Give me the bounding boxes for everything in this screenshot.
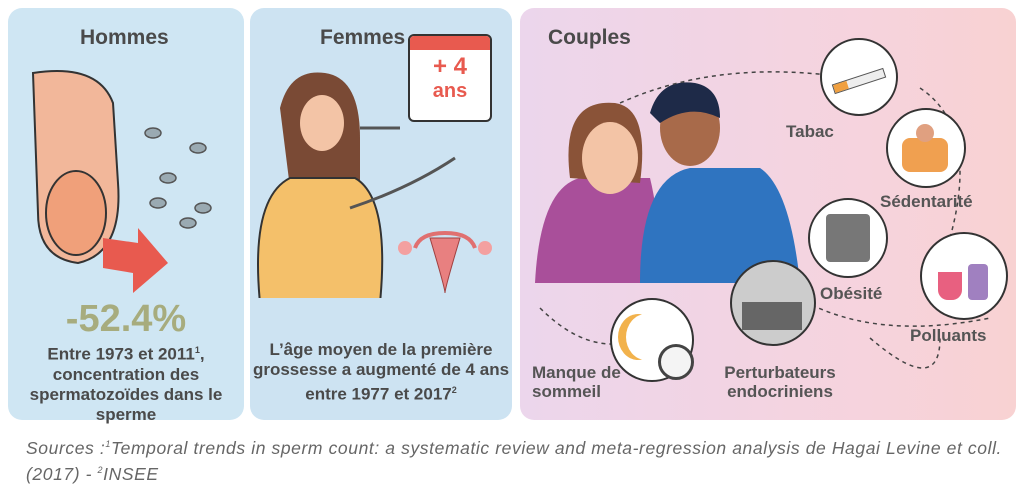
factor-label-tabac: Tabac — [786, 122, 834, 141]
hommes-panel: Hommes -52.4% Entre 1973 et 20111, conce… — [8, 8, 244, 424]
factor-label-obesite: Obésité — [820, 284, 883, 303]
femmes-description: L’âge moyen de la première grossesse a a… — [252, 340, 510, 404]
uterus-icon — [398, 231, 492, 294]
factor-label-sedentarite: Sédentarité — [880, 192, 973, 211]
scale-icon — [808, 198, 888, 278]
factor-label-polluants: Polluants — [910, 326, 987, 345]
femmes-title: Femmes — [320, 26, 406, 49]
couple-illustration — [535, 71, 991, 369]
factory-icon — [730, 260, 816, 346]
hommes-description: Entre 1973 et 20111, concentration des s… — [29, 344, 223, 424]
moon-clock-icon — [610, 298, 694, 382]
couples-panel: Couples Tabac Sédentarité Obésité Pollua… — [520, 8, 1016, 420]
woman-illustration — [257, 72, 456, 298]
cigarette-icon — [820, 38, 898, 116]
hommes-title: Hommes — [80, 26, 169, 49]
factor-label-sommeil: Manque de sommeil — [532, 363, 621, 401]
down-arrow-icon — [103, 228, 168, 293]
femmes-panel: Femmes + 4 ans L’âge moyen de la premièr… — [250, 8, 512, 420]
calendar-years: ans — [432, 80, 468, 102]
calendar-icon: + 4 ans — [408, 34, 492, 122]
couples-title: Couples — [548, 26, 631, 49]
factor-label-perturbateurs: Perturbateurs endocriniens — [724, 363, 836, 401]
sources-footnote: Sources :1Temporal trends in sperm count… — [26, 437, 1003, 484]
armchair-icon — [886, 108, 966, 188]
testicle-illustration — [31, 70, 212, 293]
calendar-plus-four: + 4 — [432, 53, 468, 80]
sperm-decline-stat: -52.4% — [65, 298, 187, 340]
chemical-flask-icon — [920, 232, 1008, 320]
